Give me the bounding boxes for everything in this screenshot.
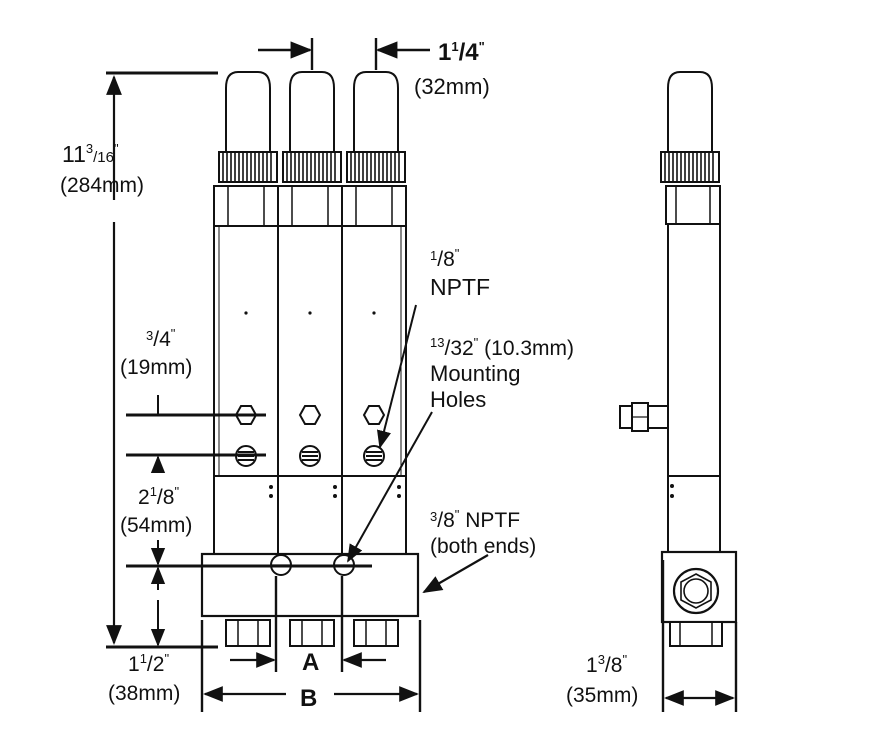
- spacing-dimension: [258, 38, 430, 70]
- dim-b-label: B: [300, 685, 317, 712]
- reference-lines: [126, 395, 372, 647]
- height-label: 113/16": [62, 141, 119, 167]
- outlet-thread-fraction: 1/8": [430, 246, 460, 271]
- three-quarter-metric: (19mm): [120, 356, 192, 379]
- callout-leaders: [347, 304, 489, 593]
- outlet-fittings: [225, 619, 399, 647]
- height-dimension: [106, 71, 218, 649]
- width-dimensions: [200, 576, 422, 712]
- two-eighth-label: 21/8": [138, 484, 179, 509]
- side-view: [619, 71, 738, 712]
- injector-1: [213, 71, 279, 555]
- three-quarter-label: 3/4": [146, 326, 176, 351]
- spacing-metric: (32mm): [414, 74, 490, 99]
- manifold-base: [200, 552, 420, 618]
- inlet-thread-note: (both ends): [430, 535, 536, 558]
- one-half-metric: (38mm): [108, 682, 180, 705]
- dim-a-label: A: [302, 649, 319, 676]
- spacing-label: 11/4": [438, 39, 485, 66]
- two-eighth-metric: (54mm): [120, 514, 192, 537]
- inlet-thread-label: 3/8" NPTF: [430, 507, 520, 532]
- outlet-thread-label: NPTF: [430, 274, 490, 300]
- side-width-metric: (35mm): [566, 684, 638, 707]
- height-metric: (284mm): [60, 174, 144, 197]
- injector-2: [277, 71, 343, 555]
- mounting-holes-line1: Mounting: [430, 361, 521, 386]
- injector-3: [341, 71, 407, 555]
- front-view: [106, 38, 489, 712]
- side-width-label: 13/8": [586, 652, 627, 677]
- mounting-hole-size: 13/32" (10.3mm): [430, 335, 574, 360]
- mounting-holes-line2: Holes: [430, 387, 486, 412]
- one-half-label: 11/2": [128, 651, 169, 676]
